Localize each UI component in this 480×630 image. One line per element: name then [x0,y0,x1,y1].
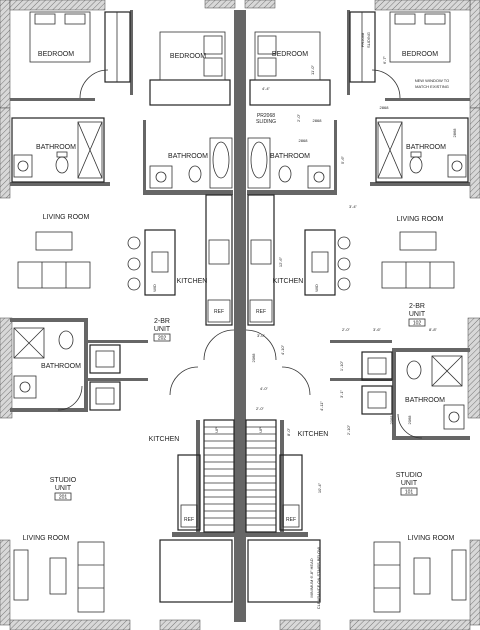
kitchen-counters [127,194,351,531]
unit-202-number: 202 [158,336,167,342]
room-label-bedroom: BEDROOM [38,51,74,58]
living-furniture [13,231,467,613]
plan-notes: PR2068 SLIDING PR2068 SLIDING NEW WINDOW… [152,32,449,609]
note-sliding: SLIDING [256,119,276,125]
dim-label: 3'-6" [373,327,382,332]
dim-label: 3'-1" [339,389,344,398]
stair-up-label: UP [214,427,219,433]
unit-201-number: 201 [59,495,68,501]
note-sliding-top: SLIDING [366,32,371,48]
interior-walls [10,10,470,622]
appliance-ref: REF [184,517,194,523]
dim-label: 3'-4" [349,204,358,209]
room-label-kitchen: KITCHEN [149,436,180,443]
dim-label: 4'-0" [260,386,269,391]
room-label-bathroom: BATHROOM [41,363,81,370]
note-clearance-2: CLEARANCE ON STAIRS BELOW [316,547,321,610]
note-match-existing: MATCH EXISTING [415,84,449,89]
appliance-wd: W/D [152,284,157,292]
dim-label: 2868 [380,105,390,110]
dim-label: 2068 [389,415,394,425]
note-pr2068: PR2068 [257,113,275,119]
dim-label: 2'-0" [342,327,351,332]
entry-closets [159,539,321,603]
room-label-bathroom: BATHROOM [406,144,446,151]
stairs [203,419,277,533]
dim-label: 3'-0" [257,333,266,338]
appliance-ref: REF [286,517,296,523]
room-label-bathroom: BATHROOM [405,397,445,404]
room-label-bathroom: BATHROOM [36,144,76,151]
note-clearance-1: MINIMUM 6'-8" HEAD [309,558,314,597]
unit-labels: 2-BR UNIT 202 2-BR UNIT 102 STUDIO UNIT … [50,303,426,501]
washers [89,344,393,415]
room-label-living-room: LIVING ROOM [23,535,70,542]
unit-101-number: 101 [405,490,414,496]
dim-label: 2068 [407,415,412,425]
bathroom-fixtures [11,117,469,430]
room-label-living-room: LIVING ROOM [43,214,90,221]
unit-102-number: 102 [413,321,422,327]
room-labels: BEDROOM BEDROOM BEDROOM BEDROOM BATHROOM… [23,51,455,542]
room-label-living-room: LIVING ROOM [408,535,455,542]
appliance-ref: REF [256,309,266,315]
door-swings [57,69,423,439]
dim-label: 2'-0" [296,113,301,122]
dim-label: 2868 [299,138,309,143]
appliance-ref: REF [214,309,224,315]
unit-202-title: 2-BR [154,318,170,325]
dim-label: 1'-10" [339,360,344,371]
dim-label: 11'-0" [310,64,315,74]
unit-201-sub: UNIT [55,485,72,492]
dim-label: 8'-0" [286,427,291,436]
dim-label: 4'-11" [319,400,324,410]
dim-label: 4'-4" [262,86,271,91]
dim-label: 4'-10" [280,344,285,355]
unit-102-sub: UNIT [409,311,426,318]
dim-label: 8'-8" [429,327,438,332]
room-label-bedroom: BEDROOM [272,51,308,58]
room-label-kitchen: KITCHEN [177,278,208,285]
dim-label: 6'-7" [382,55,387,64]
unit-101-title: STUDIO [396,472,423,479]
dim-label: 2868 [313,118,323,123]
appliance-wd: W/D [314,284,319,292]
note-new-window: NEW WINDOW TO [415,78,450,83]
dim-label: 10'-4" [317,482,322,493]
dimension-labels: 4'-4" 2'-0" 2868 2868 2868 2868 5'-6" 11… [251,55,457,493]
room-label-living-room: LIVING ROOM [397,216,444,223]
room-label-kitchen: KITCHEN [298,431,329,438]
unit-201-title: STUDIO [50,477,77,484]
dim-label: 2'-10" [346,424,351,435]
room-label-bathroom: BATHROOM [270,153,310,160]
dim-label: 2068 [251,353,256,363]
unit-101-sub: UNIT [401,480,418,487]
unit-202-sub: UNIT [154,326,171,333]
dim-label: 5'-6" [340,155,345,164]
dim-label: 12'-6" [278,256,283,267]
stair-up-label: UP [258,427,263,433]
beds [29,11,451,81]
dim-label: 2'-0" [256,406,265,411]
room-label-bedroom: BEDROOM [170,53,206,60]
room-label-bathroom: BATHROOM [168,153,208,160]
note-pr2068-top: PR2068 [360,32,365,47]
dim-label: 2868 [452,128,457,138]
unit-102-title: 2-BR [409,303,425,310]
room-label-kitchen: KITCHEN [273,278,304,285]
room-label-bedroom: BEDROOM [402,51,438,58]
